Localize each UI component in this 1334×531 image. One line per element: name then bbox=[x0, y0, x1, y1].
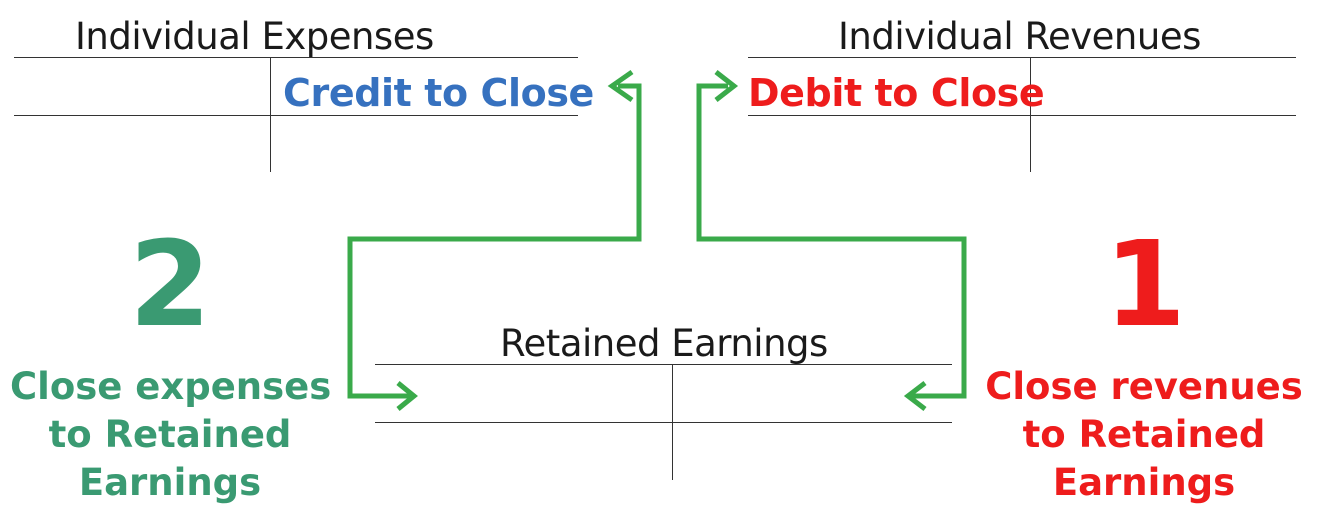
expenses-mid-line bbox=[14, 115, 578, 116]
expenses-to-retained-arrowhead bbox=[396, 381, 418, 411]
expenses-divider-line bbox=[270, 57, 271, 172]
step-number-one: 1 bbox=[1103, 215, 1187, 353]
step-close-revenues-description: Close revenues to Retained Earnings bbox=[984, 363, 1304, 507]
retained-earnings-title: Retained Earnings bbox=[500, 322, 828, 365]
revenues-to-retained-arrow-path bbox=[696, 83, 967, 399]
retained-earnings-mid-line bbox=[375, 422, 952, 423]
step-close-expenses-line-3: Earnings bbox=[78, 461, 262, 504]
expenses-account-title: Individual Expenses bbox=[75, 15, 434, 58]
retained-earnings-top-line bbox=[375, 364, 952, 365]
step-number-two: 2 bbox=[128, 215, 212, 353]
debit-to-close-label: Debit to Close bbox=[748, 71, 1045, 115]
revenues-mid-line bbox=[748, 115, 1296, 116]
expenses-top-arrowhead bbox=[607, 69, 634, 103]
revenues-to-retained-arrowhead bbox=[903, 381, 927, 411]
expenses-top-line bbox=[14, 57, 578, 58]
step-close-expenses-line-1: Close expenses bbox=[10, 365, 332, 408]
revenues-account-title: Individual Revenues bbox=[838, 15, 1201, 58]
retained-earnings-divider-line bbox=[672, 364, 673, 480]
step-close-revenues-line-2: to Retained bbox=[1022, 413, 1266, 456]
credit-to-close-label: Credit to Close bbox=[283, 71, 594, 115]
revenues-top-line bbox=[748, 57, 1296, 58]
step-close-revenues-line-1: Close revenues bbox=[985, 365, 1303, 408]
expenses-to-retained-arrow-path bbox=[347, 83, 642, 399]
step-close-expenses-line-2: to Retained bbox=[48, 413, 292, 456]
revenues-top-arrowhead bbox=[714, 70, 739, 102]
step-close-expenses-description: Close expenses to Retained Earnings bbox=[10, 363, 332, 507]
revenues-divider-line bbox=[1030, 57, 1031, 172]
step-close-revenues-line-3: Earnings bbox=[1052, 461, 1236, 504]
